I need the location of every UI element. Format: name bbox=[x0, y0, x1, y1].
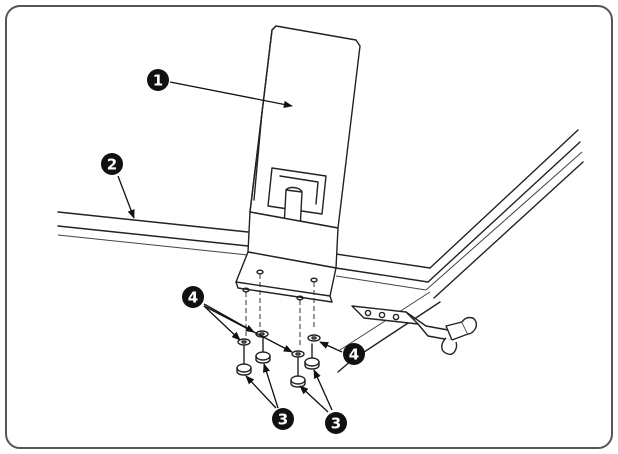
wing-nut bbox=[441, 316, 478, 355]
callout-3-right-label: 3 bbox=[331, 415, 341, 433]
callout-4-left-label: 4 bbox=[188, 289, 198, 307]
side-bracket bbox=[351, 305, 451, 341]
guide-plate bbox=[235, 25, 361, 303]
table-rail bbox=[57, 129, 584, 373]
callout-4-right-label: 4 bbox=[349, 346, 359, 364]
callout-3-left-label: 3 bbox=[278, 411, 288, 429]
callout-2-label: 2 bbox=[107, 156, 117, 174]
washers bbox=[237, 330, 321, 358]
callout-2: 2 bbox=[101, 153, 123, 175]
callout-3-right: 3 bbox=[325, 412, 347, 434]
callout-1-label: 1 bbox=[153, 72, 163, 90]
callout-4-right: 4 bbox=[343, 343, 365, 365]
screws bbox=[236, 337, 320, 388]
callout-1: 1 bbox=[147, 69, 169, 91]
callout-4-left: 4 bbox=[182, 286, 204, 308]
leader-arrows bbox=[117, 81, 343, 413]
callout-3-left: 3 bbox=[272, 408, 294, 430]
